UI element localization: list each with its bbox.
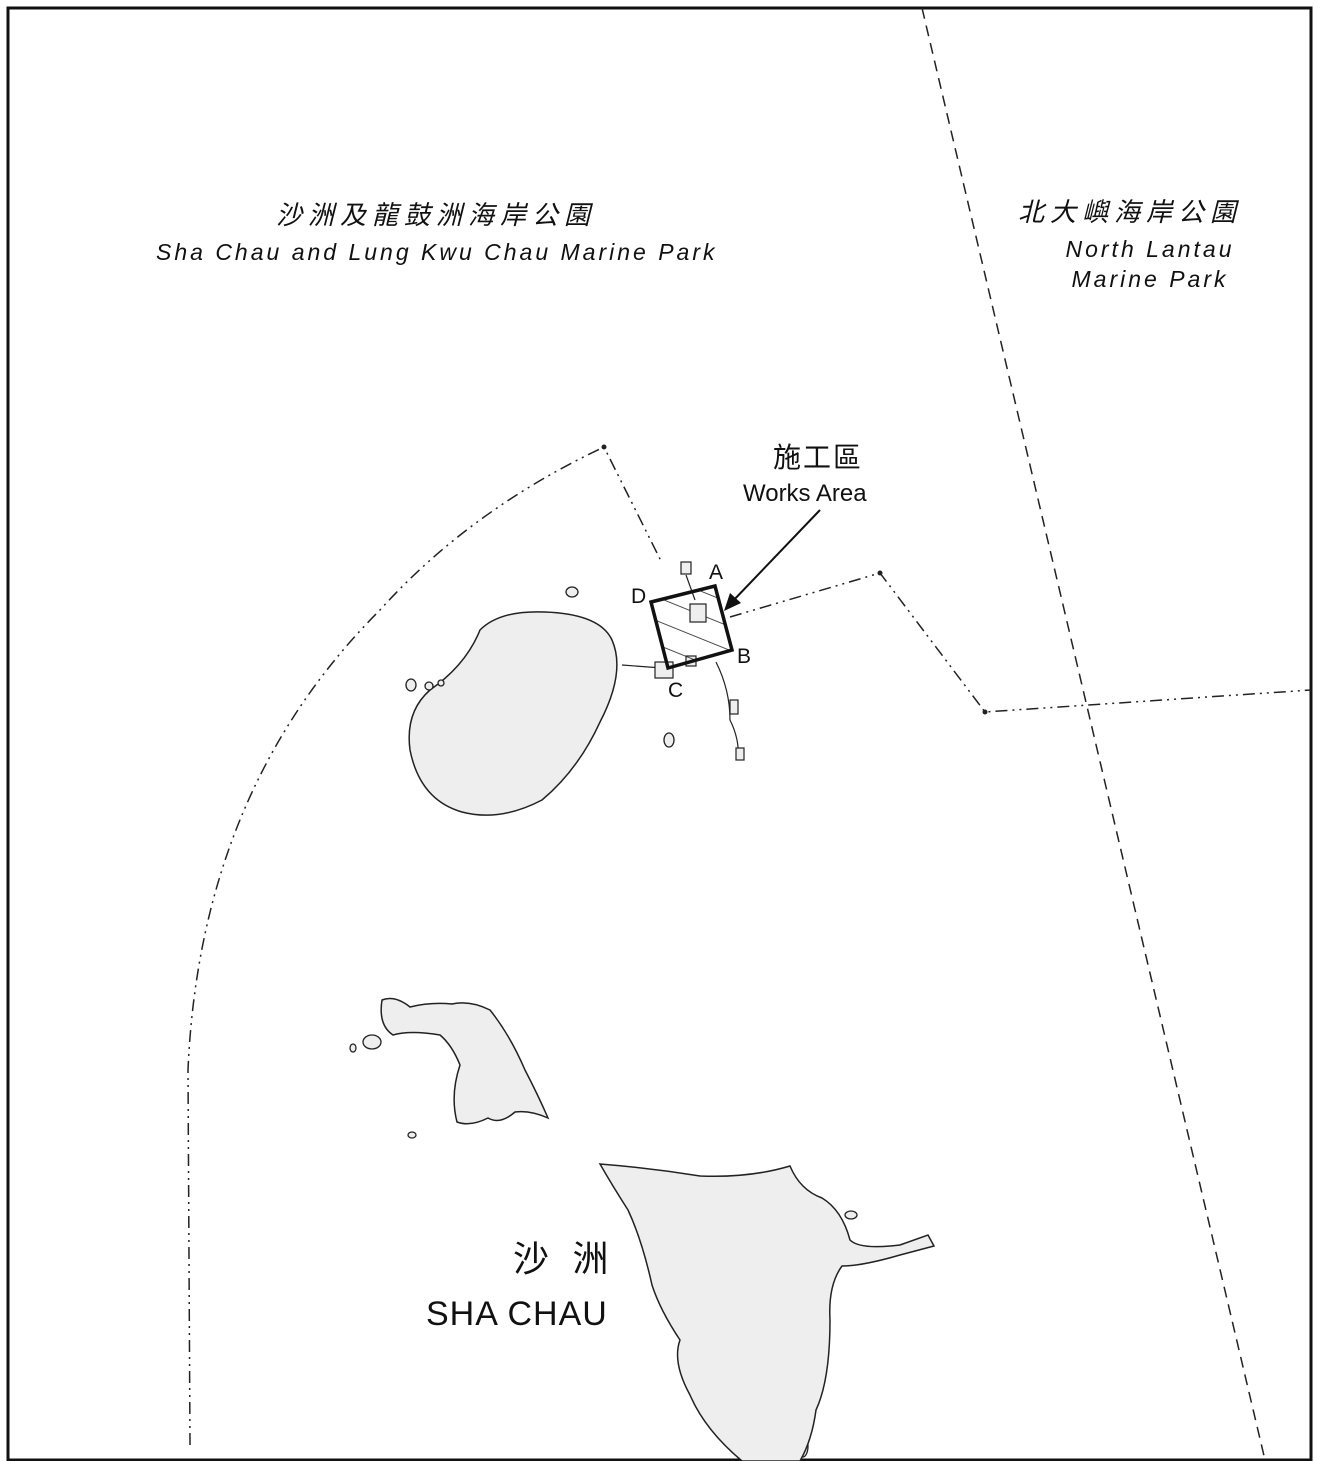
works-area-corner-c: C (668, 679, 684, 702)
works-area (648, 583, 735, 671)
north-lantau-park-name-en-line1: North Lantau (1065, 236, 1235, 262)
works-area-structure (689, 603, 707, 623)
works-area-corner-b: B (737, 645, 752, 668)
sha-chau-park-boundary-east (729, 572, 1312, 713)
island-name-zh: 沙 洲 (513, 1239, 615, 1280)
island-sha-chau (598, 1163, 936, 1461)
works-area-polygon (648, 583, 735, 671)
north-lantau-park-boundary (921, 7, 1266, 1461)
sha-chau-park-name-zh: 沙洲及龍鼓洲海岸公園 (276, 201, 597, 231)
works-area-label-en: Works Area (743, 480, 867, 507)
works-area-label-zh: 施工區 (773, 441, 864, 474)
north-lantau-park-name-en-line2: Marine Park (1071, 266, 1229, 292)
works-area-arrow-head (724, 593, 741, 611)
island-name-en: SHA CHAU (426, 1295, 608, 1333)
sha-chau-park-name-en: Sha Chau and Lung Kwu Chau Marine Park (156, 239, 718, 265)
works-area-pointer-line (729, 509, 821, 605)
map-frame (6, 6, 1313, 1461)
boundary-dot-markers (601, 444, 988, 715)
island-north (408, 611, 618, 816)
works-area-corner-a: A (709, 561, 724, 584)
island-middle (380, 997, 550, 1125)
sha-chau-park-boundary-arc (187, 446, 663, 1446)
works-area-corner-d: D (631, 585, 647, 608)
north-lantau-park-name-zh: 北大嶼海岸公園 (1018, 198, 1243, 228)
